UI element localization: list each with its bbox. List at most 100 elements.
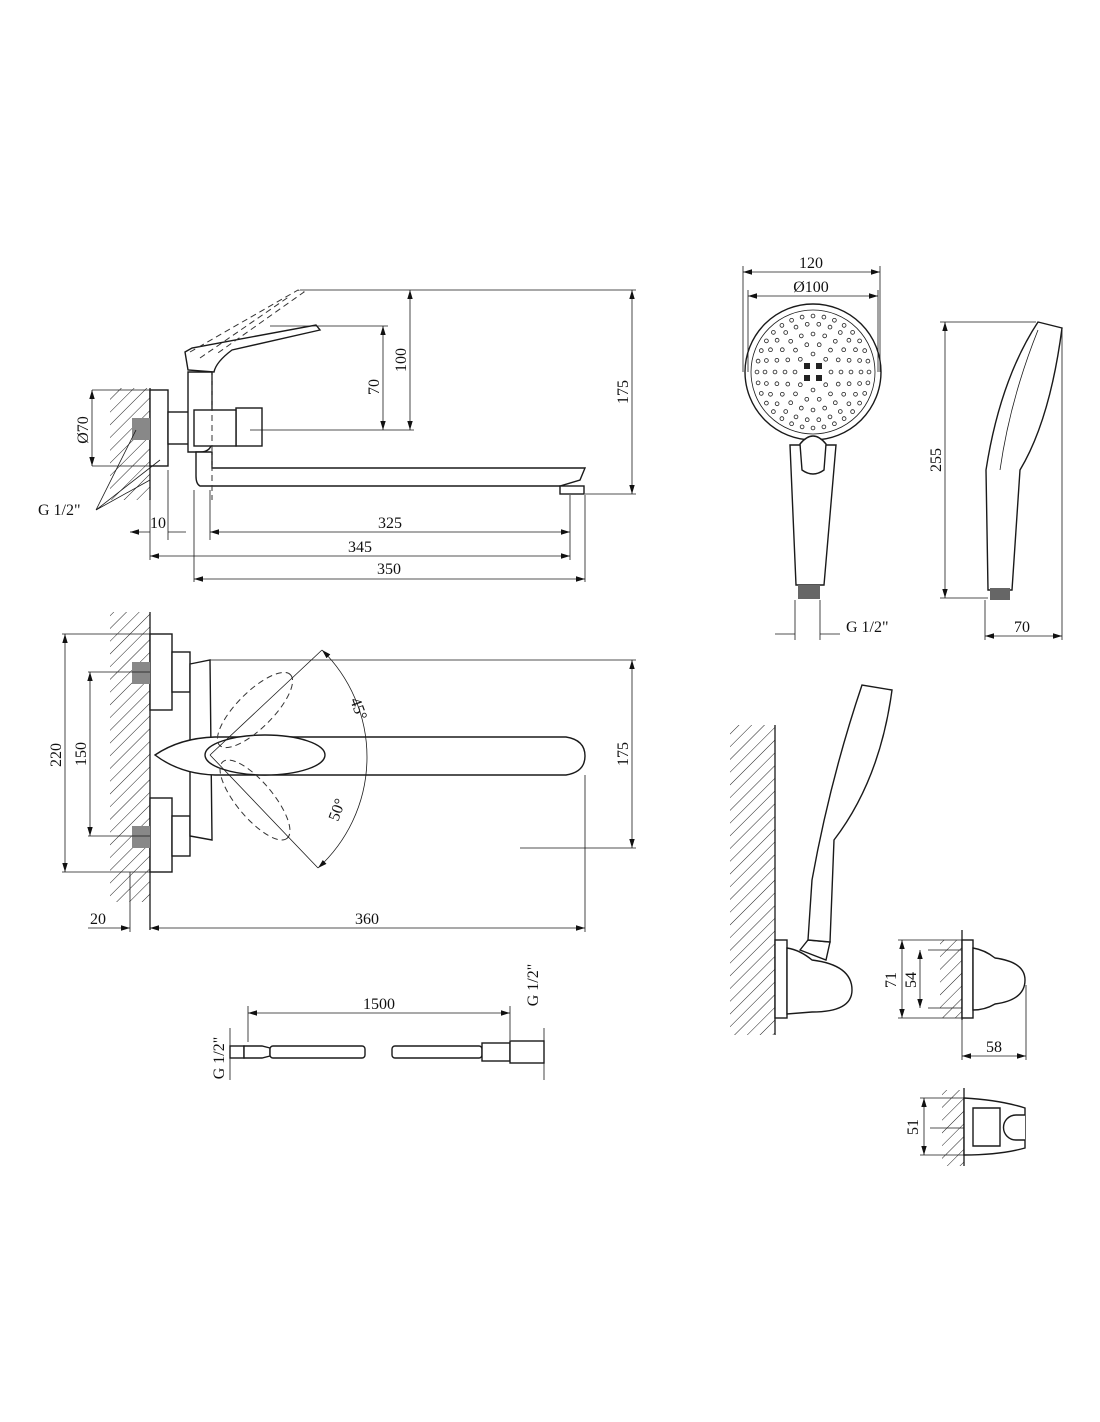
spout [195,451,587,487]
nozzle [783,409,788,414]
nozzle [788,400,793,406]
holder-top: 51 [905,1088,1026,1166]
dim-height-175: 175 [615,380,632,404]
nozzle [771,409,776,414]
nozzle [768,391,773,397]
nozzle [771,330,776,335]
nozzle [841,323,847,328]
dim-58: 58 [986,1039,1002,1056]
nozzle [788,338,793,344]
lever-rotated-50 [219,759,291,841]
nozzle [827,324,833,330]
thread-label: G 1/2" [846,619,889,636]
dim-lever-100: 100 [393,348,410,372]
nozzle [846,357,852,363]
nozzle [841,416,847,421]
spray-nozzles [754,313,872,431]
mode-button [799,435,827,475]
nozzle [755,358,761,364]
thread-leader [95,429,161,511]
center-nozzle [816,363,822,369]
wall-hatch [110,388,150,500]
nozzle [758,391,764,396]
nozzle [832,400,838,406]
nozzle [832,338,838,344]
dim-345: 345 [348,539,372,556]
nozzle [857,381,862,386]
dim-120: 120 [799,255,823,272]
diverter-knob [235,407,263,447]
nozzle [866,369,872,375]
nozzle [821,424,827,430]
dim-175: 175 [615,742,632,766]
nozzle [762,369,768,375]
shower-head-front: 120 Ø100 G 1/2" [742,255,889,640]
nozzle [857,358,862,363]
nozzle [832,317,837,323]
nozzle [804,417,810,423]
nozzle [793,391,798,397]
nozzle [797,382,803,388]
dim-54: 54 [903,972,920,988]
dim-325: 325 [378,515,402,532]
nozzle [792,369,798,375]
nozzle [848,369,854,375]
nozzle [850,330,855,335]
nozzle [782,369,788,375]
nozzle [774,381,780,387]
dim-flange-diameter: Ø70 [75,416,92,444]
dim-360: 360 [355,911,379,928]
dim-350: 350 [377,561,401,578]
nozzle [838,369,844,375]
dim-71: 71 [883,972,900,988]
lever [184,324,322,373]
nozzle [841,391,846,397]
dim-hose-length: 1500 [363,996,395,1013]
handset-side [985,321,1063,591]
thread-right: G 1/2" [525,964,542,1007]
nozzle [789,421,794,427]
nozzle [793,324,799,330]
nozzle [823,356,828,362]
shower-head-side: 255 70 [928,321,1063,640]
nozzle [865,358,871,364]
nozzle [837,330,843,335]
nozzle [810,387,816,393]
center-nozzle [816,375,822,381]
dim-51: 51 [905,1119,922,1135]
nozzle [797,356,803,362]
nozzle [810,407,816,413]
nozzle [774,401,780,407]
nozzle [779,323,785,328]
thread-stub [132,418,150,440]
nozzle [837,409,843,414]
nozzle [832,421,837,427]
nozzle [858,369,864,375]
nozzle [789,317,794,323]
nozzle [828,369,834,375]
nozzle [758,348,764,353]
wall-hatch [110,612,150,902]
dim-220: 220 [48,743,65,767]
angle-50: 50° [326,796,350,823]
nozzle [816,321,822,327]
nozzle [798,405,804,411]
nozzle [810,313,816,319]
nozzle [828,391,833,397]
nozzle [783,330,788,335]
nozzle [764,381,769,386]
nozzle [793,414,799,420]
nozzle [835,381,841,387]
eccentric [167,411,191,445]
nozzle [779,416,785,421]
nozzle [810,351,816,357]
mixer-top-view: 45° 50° 220 150 175 20 360 [48,612,636,932]
nozzle [804,342,810,348]
nozzle [827,414,833,420]
dim-70: 70 [1014,619,1030,636]
nozzle [853,391,858,397]
thread-label: G 1/2" [38,502,81,519]
nozzle [822,333,827,339]
nozzle [865,380,871,386]
